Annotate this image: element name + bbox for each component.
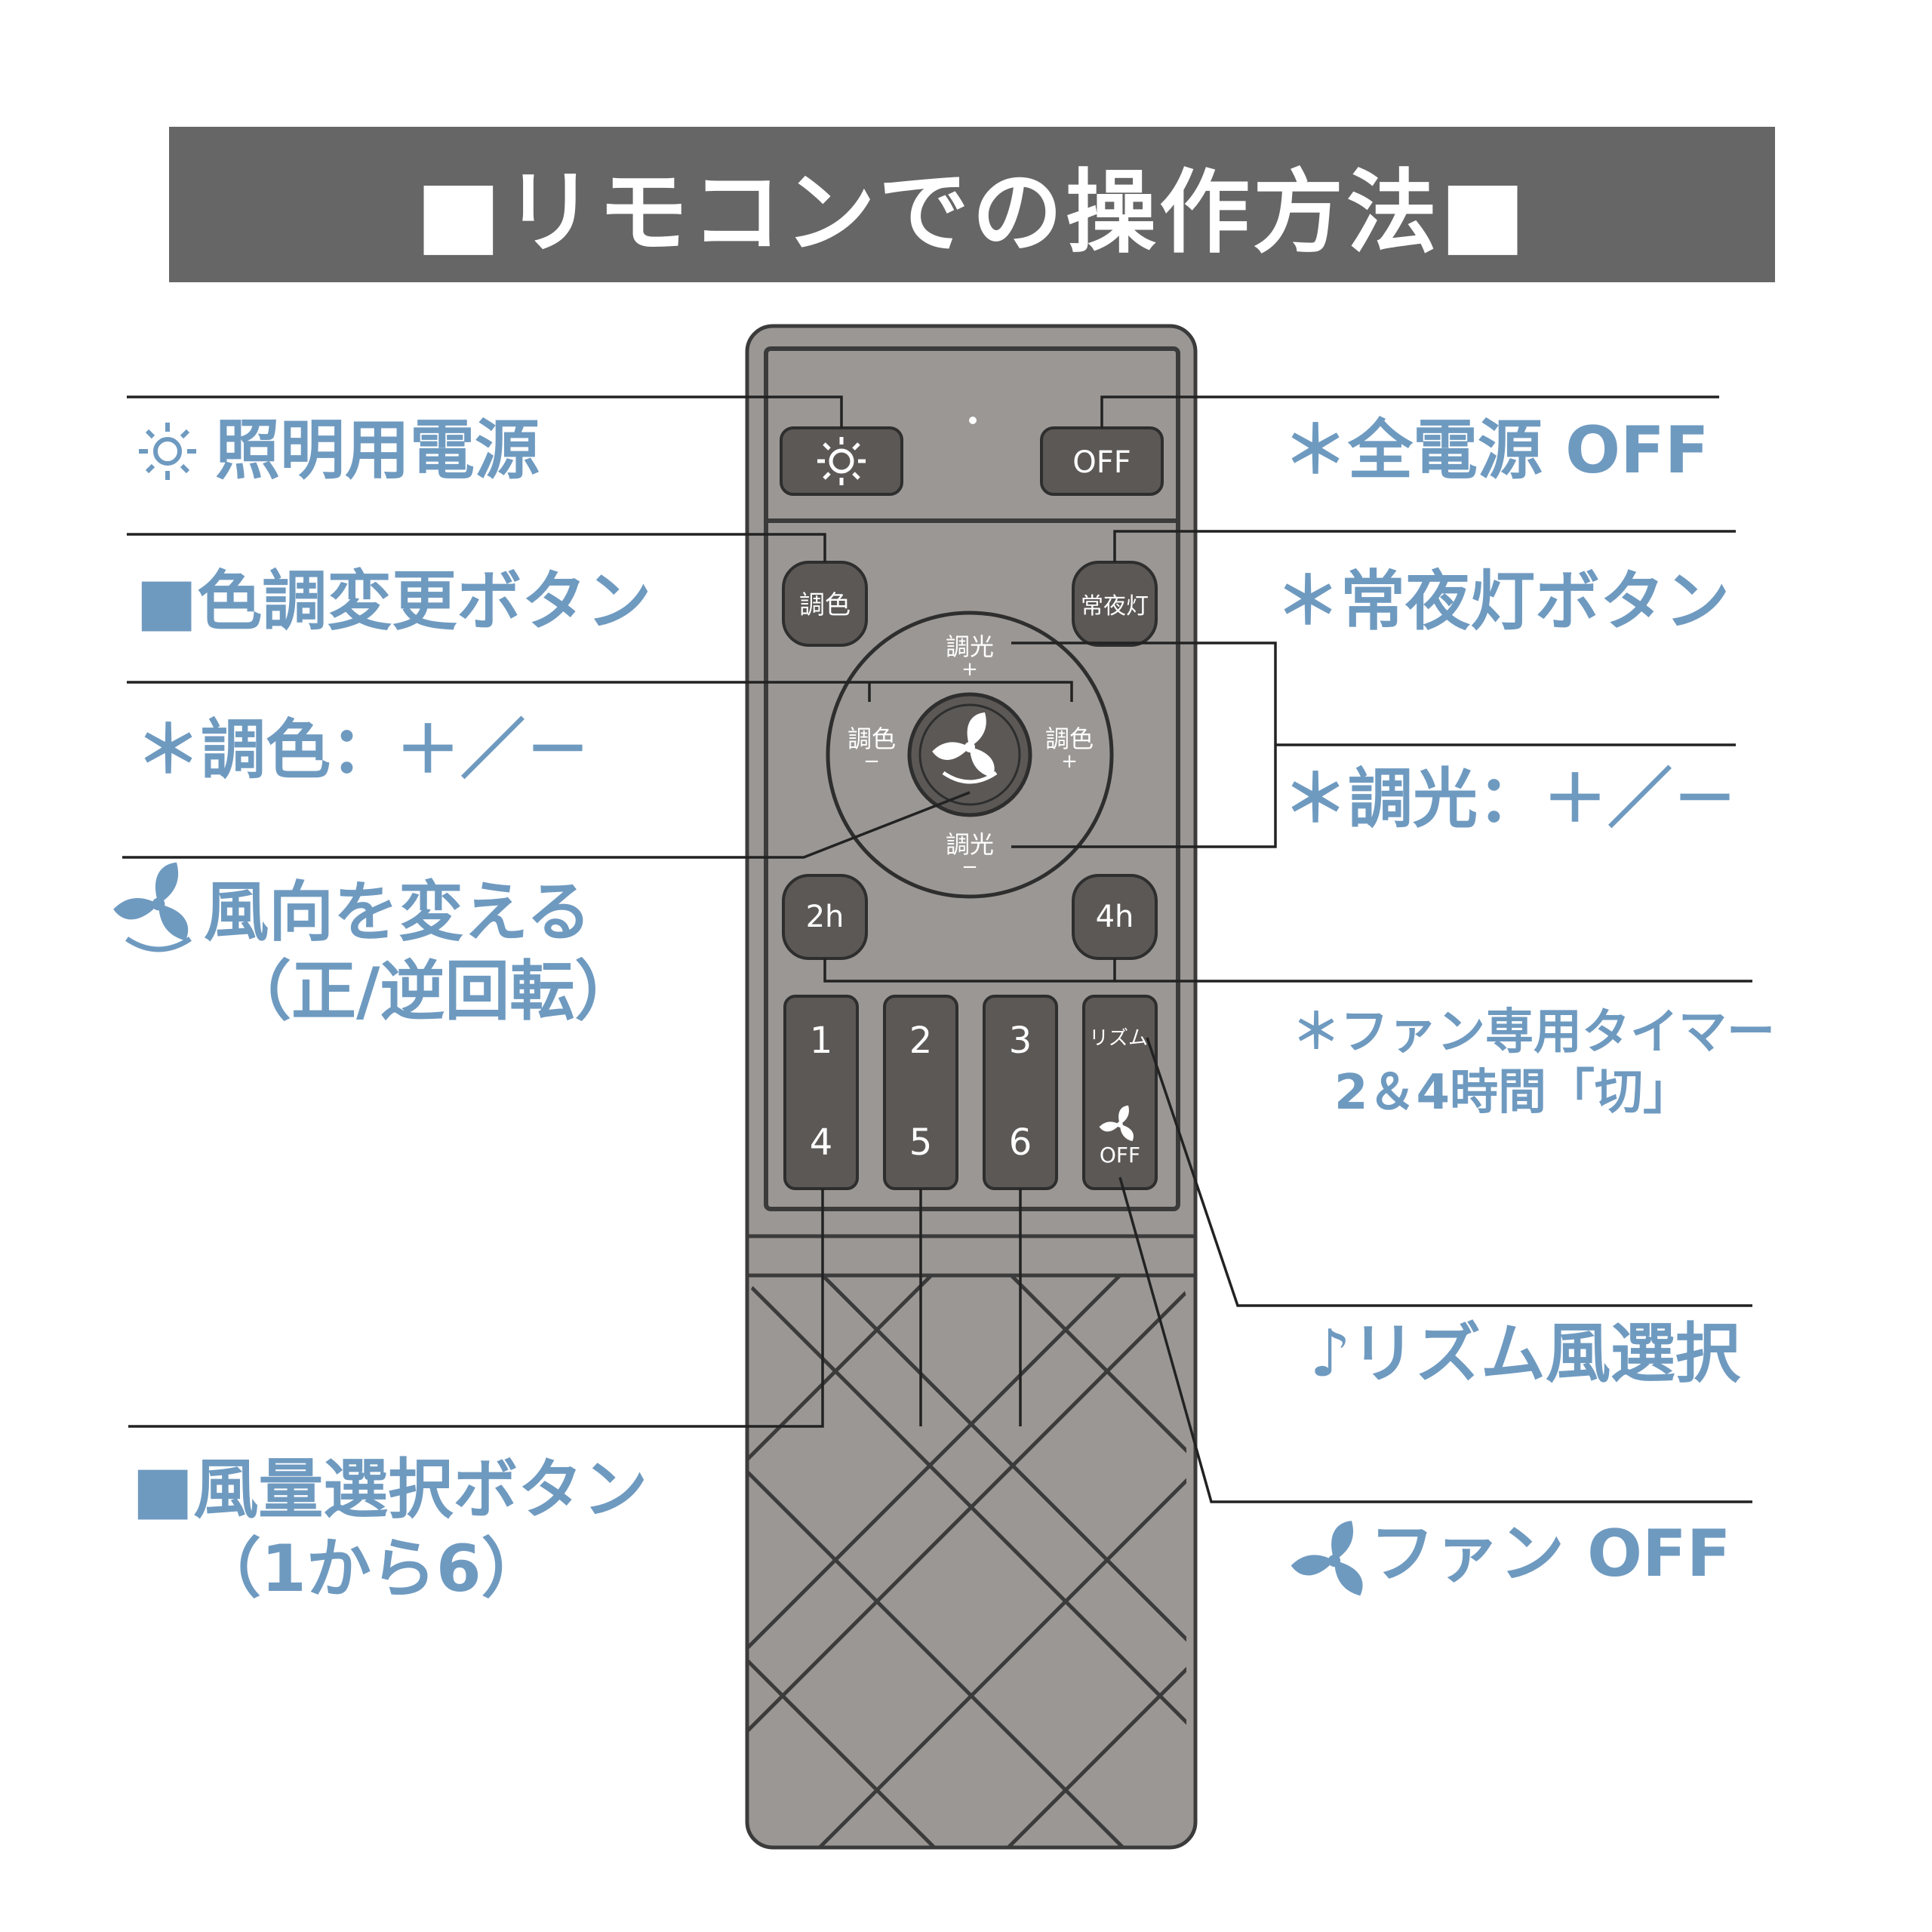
speed-2-label: 2 bbox=[909, 1020, 933, 1062]
speed-1-label: 1 bbox=[810, 1020, 833, 1062]
tone-minus-label[interactable]: 調色 bbox=[848, 724, 896, 753]
remote-body bbox=[745, 324, 1198, 1850]
label-dim-plus-minus: ＊調光：＋／－ bbox=[1283, 761, 1737, 837]
dim-down-sign: − bbox=[961, 856, 978, 878]
timer-2h-label: 2h bbox=[806, 900, 844, 934]
title-banner: ■リモコンでの操作方法■ bbox=[169, 127, 1775, 282]
tone-plus-label[interactable]: 調色 bbox=[1045, 724, 1094, 753]
tone-plus-sign: + bbox=[1061, 750, 1078, 773]
indicator-led bbox=[969, 417, 977, 424]
speed-1-4-button[interactable] bbox=[783, 995, 859, 1190]
dim-up-label[interactable]: 調光 bbox=[946, 632, 994, 661]
fan-reverse-icon bbox=[942, 771, 998, 784]
fan-off-label: OFF bbox=[1100, 1143, 1140, 1168]
page-title: ■リモコンでの操作方法■ bbox=[415, 161, 1529, 266]
label-wind-direction-sub: （正/逆回転） bbox=[226, 954, 640, 1029]
night-light-button-label: 常夜灯 bbox=[1081, 593, 1149, 620]
label-tone-button: ■色調変更ボタン bbox=[136, 564, 652, 639]
label-fan-timer-sub: 2＆4時間「切」 bbox=[1334, 1065, 1692, 1121]
dim-down-label[interactable]: 調光 bbox=[946, 830, 994, 859]
all-off-button-label: OFF bbox=[1072, 445, 1131, 480]
remote-inner-panel bbox=[764, 346, 1180, 1211]
fan-icon bbox=[1290, 1521, 1371, 1598]
fan-direction-button[interactable] bbox=[907, 692, 1032, 817]
label-night-light-button: ＊常夜灯ボタン bbox=[1275, 564, 1730, 639]
label-fan-timer: ＊ファン専用タイマー bbox=[1292, 1004, 1775, 1060]
dim-up-sign: + bbox=[961, 658, 978, 681]
rhythm-fanoff-button[interactable] bbox=[1082, 995, 1158, 1190]
label-all-power-off: ＊全電源 OFF bbox=[1283, 413, 1709, 488]
callout-lines bbox=[122, 395, 1752, 1503]
label-fan-speed-sub: （1から6） bbox=[196, 1531, 546, 1607]
speed-4-label: 4 bbox=[810, 1121, 833, 1164]
label-tone-plus-minus: ＊調色：＋／－ bbox=[136, 712, 590, 788]
speed-5-label: 5 bbox=[909, 1121, 933, 1164]
timer-4h-label: 4h bbox=[1096, 900, 1134, 934]
dial-ring[interactable] bbox=[826, 611, 1114, 899]
label-fan-off: ファン OFF bbox=[1370, 1516, 1731, 1592]
speed-6-label: 6 bbox=[1009, 1121, 1032, 1164]
sun-icon bbox=[139, 423, 196, 480]
diamond-pattern bbox=[749, 1275, 1186, 1847]
label-wind-direction: 風向を変える bbox=[204, 875, 592, 950]
tone-minus-sign: − bbox=[863, 750, 880, 773]
rhythm-label: リズム bbox=[1089, 1027, 1148, 1050]
speed-3-label: 3 bbox=[1009, 1020, 1032, 1062]
label-light-power: 照明用電源 bbox=[215, 413, 540, 488]
label-rhythm-select: ♪リズム風選択 bbox=[1309, 1316, 1740, 1392]
fan-icon bbox=[112, 862, 196, 943]
label-fan-speed: ■風量選択ボタン bbox=[132, 1452, 648, 1527]
fan-reverse-icon bbox=[125, 937, 192, 952]
sun-icon bbox=[817, 437, 866, 485]
tone-button-label: 調色 bbox=[799, 590, 851, 620]
